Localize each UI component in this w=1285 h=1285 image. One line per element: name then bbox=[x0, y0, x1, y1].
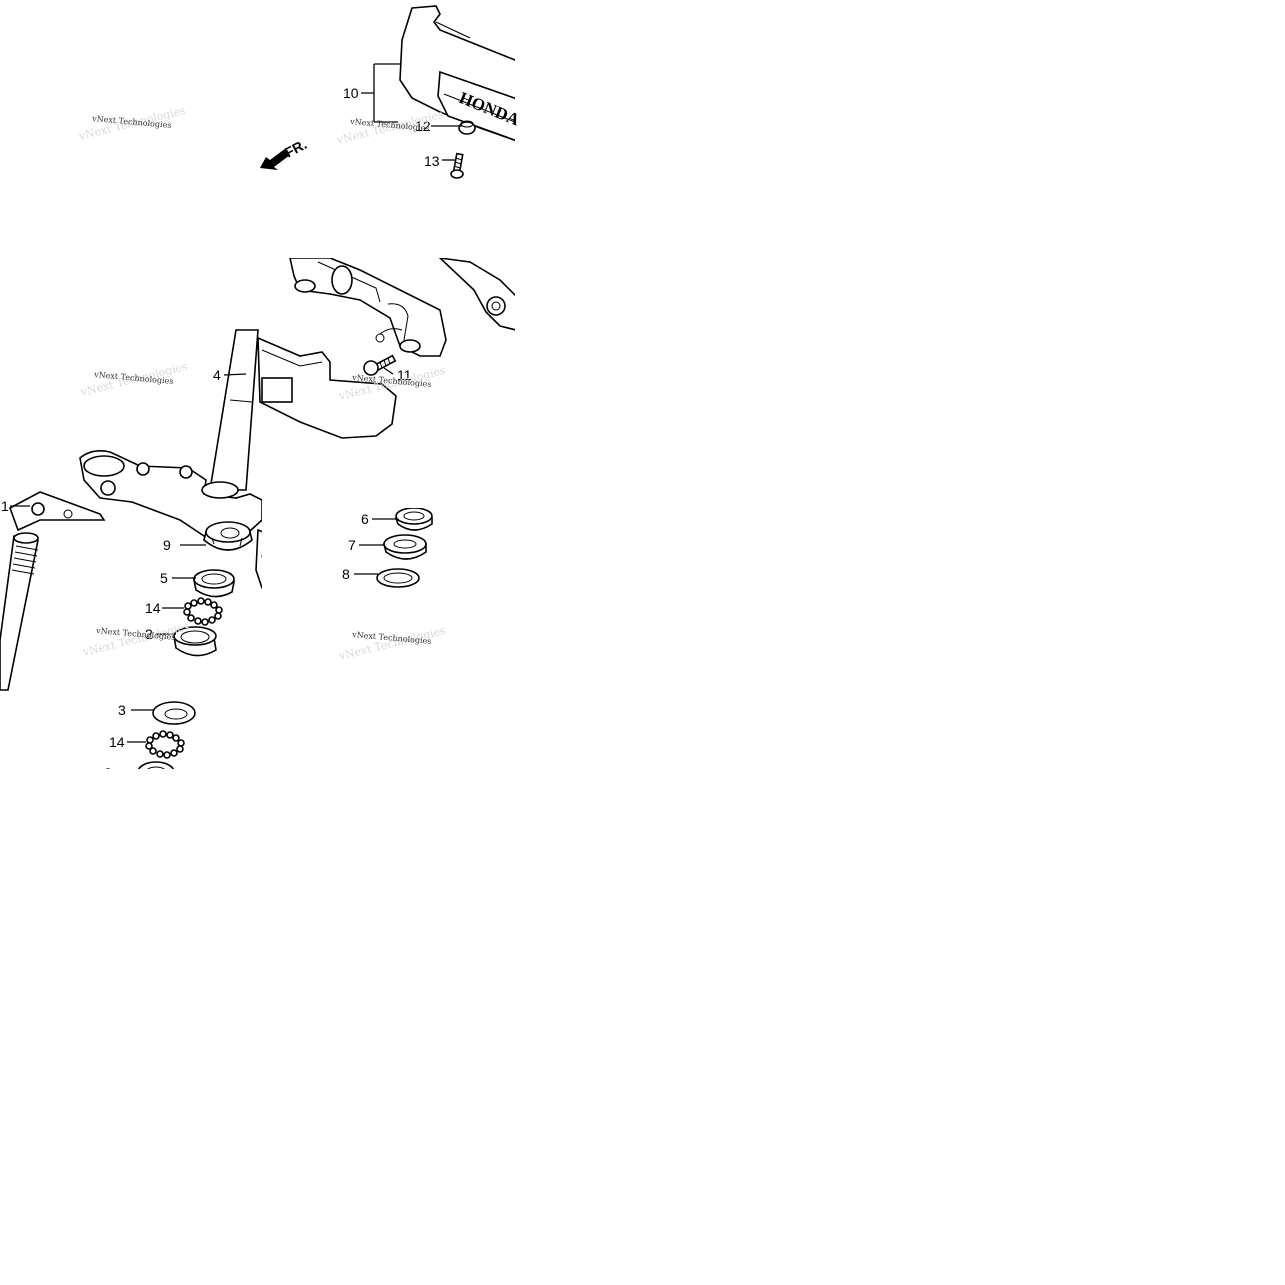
lower-bearing-race-drawing bbox=[152, 701, 196, 725]
headlight-bracket-drawing bbox=[289, 258, 515, 357]
steel-balls-lower-drawing bbox=[145, 730, 185, 759]
rubber-grommet-drawing bbox=[458, 120, 476, 135]
steering-stem-drawing bbox=[0, 329, 262, 691]
callout-9: 9 bbox=[163, 537, 171, 553]
leader-lines bbox=[10, 63, 462, 743]
callout-1: 1 bbox=[1, 498, 9, 514]
callout-11: 11 bbox=[397, 367, 412, 383]
callout-14-lower: 14 bbox=[109, 734, 125, 750]
callout-14-upper: 14 bbox=[145, 600, 161, 616]
lower-seal-partial-drawing bbox=[105, 761, 175, 769]
emblem-cover-drawing: HONDA bbox=[399, 5, 523, 142]
callout-4: 4 bbox=[213, 367, 221, 383]
callout-12: 12 bbox=[415, 118, 431, 134]
lock-washer-drawing bbox=[394, 508, 433, 531]
steel-balls-upper-drawing bbox=[183, 597, 223, 626]
washer-drawing bbox=[376, 568, 420, 588]
front-direction-arrow: FR. bbox=[260, 136, 309, 170]
callout-2: 2 bbox=[145, 626, 153, 642]
callout-labels: 10 12 13 4 11 1 9 5 14 2 3 14 6 7 8 bbox=[1, 85, 440, 750]
callout-10: 10 bbox=[343, 85, 359, 101]
callout-5: 5 bbox=[160, 570, 168, 586]
callout-6: 6 bbox=[361, 511, 369, 527]
callout-3: 3 bbox=[118, 702, 126, 718]
flange-bolt-drawing bbox=[363, 354, 397, 376]
upper-bearing-race-drawing bbox=[173, 626, 217, 657]
stem-adjusting-nut-drawing bbox=[203, 521, 253, 551]
callout-13: 13 bbox=[424, 153, 440, 169]
fork-top-bridge-drawing bbox=[257, 336, 397, 439]
bearing-inner-race-drawing bbox=[192, 569, 236, 598]
screw-drawing bbox=[450, 152, 464, 179]
callout-8: 8 bbox=[342, 566, 350, 582]
lock-nut-drawing bbox=[382, 534, 427, 560]
callout-7: 7 bbox=[348, 537, 356, 553]
